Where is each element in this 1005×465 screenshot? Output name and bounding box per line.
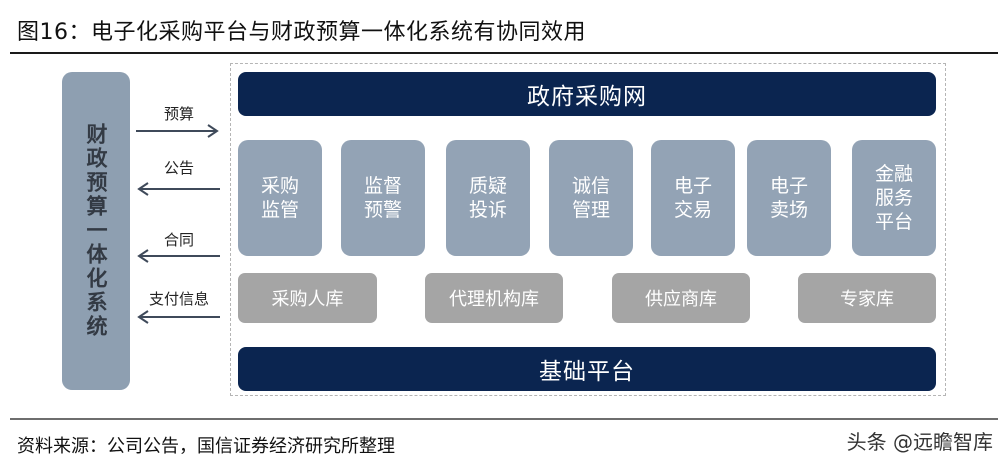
module-tile: 监督 预警	[341, 140, 425, 256]
arrow-left-icon	[137, 310, 220, 324]
database-tile: 专家库	[798, 273, 936, 323]
flow-label: 合同	[163, 231, 194, 249]
flow-label: 公告	[163, 159, 194, 177]
title-divider	[10, 52, 998, 54]
database-tile: 采购人库	[238, 273, 377, 323]
arrow-left-icon	[137, 249, 220, 263]
fiscal-budget-system-label: 财政预算一体化系统	[84, 123, 108, 339]
flow-label: 支付信息	[148, 290, 209, 308]
arrow-left-icon	[137, 182, 220, 196]
base-platform-bar: 基础平台	[238, 347, 936, 391]
module-tile: 诚信 管理	[549, 140, 633, 256]
module-tile: 电子 交易	[651, 140, 735, 256]
arrow-right-icon	[136, 124, 219, 138]
watermark: 头条 @远瞻智库	[846, 430, 993, 454]
database-tile: 代理机构库	[425, 273, 563, 323]
module-tile: 金融 服务 平台	[852, 140, 936, 256]
source-note: 资料来源：公司公告，国信证券经济研究所整理	[17, 436, 395, 457]
database-tile: 供应商库	[612, 273, 750, 323]
footer-divider	[10, 418, 998, 420]
procurement-platform-container	[230, 63, 946, 396]
module-tile: 采购 监管	[238, 140, 322, 256]
module-tile: 质疑 投诉	[446, 140, 530, 256]
flow-label: 预算	[163, 105, 194, 123]
gov-procurement-web-bar: 政府采购网	[238, 72, 936, 116]
module-tile: 电子 卖场	[747, 140, 831, 256]
fiscal-budget-system-box: 财政预算一体化系统	[62, 72, 130, 390]
figure-title: 图16：电子化采购平台与财政预算一体化系统有协同效用	[17, 20, 586, 45]
